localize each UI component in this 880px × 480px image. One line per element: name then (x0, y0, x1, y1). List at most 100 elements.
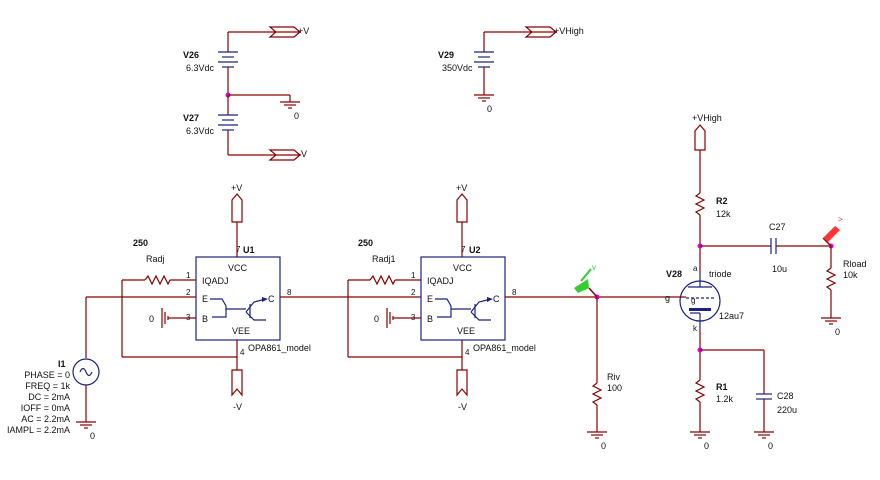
rload-name: Rload (843, 259, 867, 269)
vneg-label-u2: -V (458, 402, 467, 412)
vpos-label-u2: +V (456, 183, 467, 193)
vpos-offpage-u1: +V (231, 183, 243, 223)
ground-symbol: 0 (474, 94, 494, 114)
triode-v28[interactable]: V28 triode 12au7 g g a k (665, 264, 744, 333)
u2-c-label: C (493, 294, 500, 304)
i1-param: IOFF = 0mA (21, 403, 70, 413)
vhigh-label-top: +VHigh (554, 26, 584, 36)
r2-value: 12k (716, 209, 731, 219)
i1-param: DC = 2mA (28, 392, 70, 402)
i1-param: FREQ = 1k (25, 381, 70, 391)
u1-pin4: 4 (240, 348, 245, 357)
r1-name: R1 (716, 382, 728, 392)
i1-name: I1 (58, 359, 66, 369)
v26-source[interactable]: V26 6.3Vdc (183, 31, 300, 95)
ground-label: 0 (90, 431, 95, 441)
ground-symbol: 0 (149, 308, 172, 328)
u1-vee-label: VEE (232, 326, 250, 336)
voltage-probe-icon[interactable]: v (574, 263, 598, 298)
u1-pin8: 8 (287, 288, 292, 297)
u2-b-label: B (427, 314, 433, 324)
v27-source[interactable]: V27 6.3Vdc (183, 95, 300, 156)
u1-e-label: E (202, 294, 208, 304)
riv-name: Riv (607, 372, 620, 382)
v28-name: V28 (666, 269, 682, 279)
riv-value: 100 (607, 383, 622, 393)
vhigh-offpage-tube: +VHigh (692, 113, 722, 151)
v27-value: 6.3Vdc (186, 126, 215, 136)
v28-grid-pin: g (691, 296, 695, 305)
c28-capacitor[interactable]: C28 220u (700, 349, 797, 432)
u2-e-label: E (427, 294, 433, 304)
ground-symbol: 0 (374, 308, 397, 328)
u2-pin1: 1 (411, 271, 416, 280)
vneg-offpage-u2: -V (456, 369, 468, 412)
vneg-offpage-u1: -V (231, 369, 243, 412)
u2-pin2: 2 (411, 288, 416, 297)
i1-param: PHASE = 0 (24, 370, 70, 380)
current-probe-icon[interactable]: > (822, 215, 843, 247)
u1-b-label: B (202, 314, 208, 324)
v29-source[interactable]: V29 350Vdc (438, 31, 556, 95)
u1-pin7: 7 (236, 245, 241, 254)
ground-symbol: 0 (280, 101, 300, 121)
svg-text:v: v (592, 263, 596, 272)
vneg-offpage-top: -V (268, 149, 307, 161)
radj-resistor[interactable]: 250 Radj (121, 238, 237, 358)
u2-pin4: 4 (465, 348, 470, 357)
vpos-label-top: +V (298, 26, 309, 36)
c28-value: 220u (777, 405, 797, 415)
u1-pin1: 1 (186, 271, 191, 280)
u1-iqadj-label: IQADJ (202, 276, 229, 286)
u2-model: OPA861_model (473, 343, 536, 353)
v26-name: V26 (183, 50, 199, 60)
radj1-resistor[interactable]: 250 Radj1 (347, 238, 462, 358)
v28-plate-pin: a (693, 264, 698, 273)
u1-c-label: C (268, 294, 275, 304)
u2-ref: U2 (469, 245, 481, 255)
v26-value: 6.3Vdc (186, 63, 215, 73)
i1-param: IAMPL = 2.2mA (7, 425, 70, 435)
c27-name: C27 (769, 222, 786, 232)
c27-capacitor[interactable]: C27 10u (700, 222, 831, 274)
vhigh-label-tube: +VHigh (692, 113, 722, 123)
vpos-offpage-u2: +V (456, 183, 468, 223)
v28-cathode-pin: k (693, 324, 698, 333)
rload-resistor[interactable]: Rload 10k (825, 246, 867, 318)
u2-opamp[interactable]: VCC IQADJ E B C VEE U2 OPA861_model 1 2 … (411, 245, 536, 357)
ground-label: 0 (601, 441, 606, 451)
r2-resistor[interactable]: R2 12k (694, 192, 731, 272)
r1-resistor[interactable]: R1 1.2k (694, 379, 734, 432)
u2-pin8: 8 (512, 288, 517, 297)
u1-ref: U1 (243, 245, 255, 255)
ground-symbol: 0 (754, 431, 774, 451)
i1-source[interactable]: I1 PHASE = 0 FREQ = 1k DC = 2mA IOFF = 0… (7, 296, 196, 435)
u2-vcc-label: VCC (453, 263, 473, 273)
ground-label: 0 (704, 441, 709, 451)
c28-name: C28 (777, 391, 794, 401)
radj1-name: Radj1 (372, 254, 396, 264)
v28-grid-net: g (665, 293, 670, 303)
radj1-value: 250 (358, 238, 373, 248)
riv-resistor[interactable]: Riv 100 (591, 297, 622, 432)
v28-type: triode (709, 269, 732, 279)
u2-pin7: 7 (461, 245, 466, 254)
ground-label: 0 (487, 104, 492, 114)
vneg-label-u1: -V (233, 402, 242, 412)
ground-label: 0 (835, 327, 840, 337)
ground-symbol: 0 (587, 431, 607, 451)
u1-opamp[interactable]: VCC IQADJ E B C VEE U1 OPA861_model 1 2 … (186, 245, 311, 357)
vhigh-offpage-top: +VHigh (524, 26, 584, 38)
v29-value: 350Vdc (442, 63, 473, 73)
radj-name: Radj (146, 254, 165, 264)
vpos-offpage-top: +V (268, 26, 309, 38)
u2-iqadj-label: IQADJ (427, 276, 454, 286)
v29-name: V29 (438, 50, 454, 60)
v28-model: 12au7 (719, 311, 744, 321)
u1-model: OPA861_model (248, 343, 311, 353)
radj-value: 250 (133, 238, 148, 248)
vpos-label-u1: +V (231, 183, 242, 193)
ground-symbol: 0 (690, 431, 710, 451)
u1-pin2: 2 (186, 288, 191, 297)
